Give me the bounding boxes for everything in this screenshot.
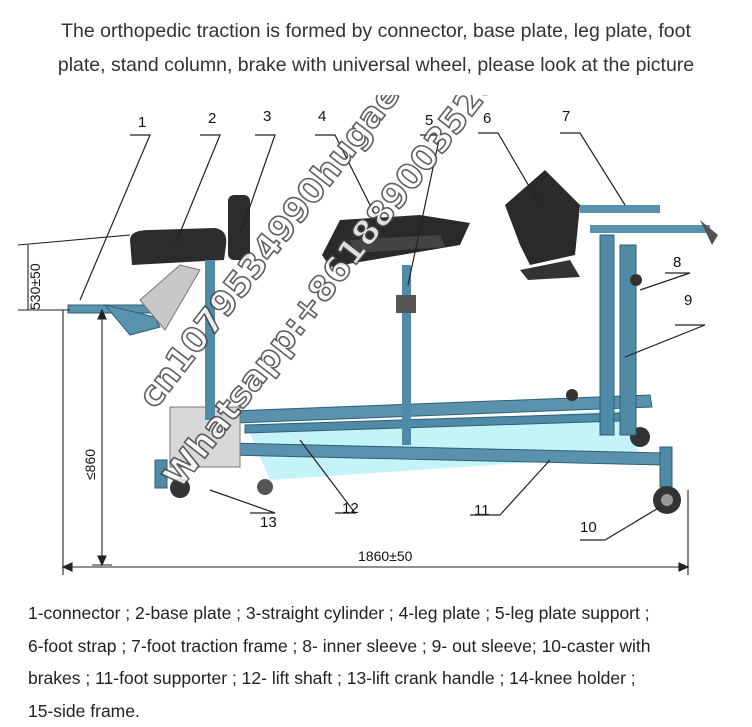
callout-12: 12 — [342, 500, 359, 517]
legend-line-2: 6-foot strap ; 7-foot traction frame ; 8… — [28, 630, 748, 663]
traction-frame-diagram: 1 2 3 4 5 6 7 8 9 10 11 12 13 530±50 ≤86… — [0, 95, 752, 595]
callout-13: 13 — [260, 514, 277, 531]
dimension-height-total: ≤860 — [82, 449, 98, 480]
dimension-height-top: 530±50 — [27, 263, 43, 310]
callout-1: 1 — [138, 114, 146, 131]
callout-9: 9 — [684, 292, 692, 309]
callout-7: 7 — [562, 108, 570, 125]
dimension-length: 1860±50 — [358, 548, 413, 564]
legend-line-1: 1-connector ; 2-base plate ; 3-straight … — [28, 597, 748, 630]
callout-11: 11 — [474, 502, 490, 519]
intro-text: The orthopedic traction is formed by con… — [0, 14, 752, 82]
callout-4: 4 — [318, 108, 326, 125]
callout-8: 8 — [673, 254, 681, 271]
callout-3: 3 — [263, 108, 271, 125]
legend-line-4: 15-side frame. — [28, 695, 748, 727]
callout-2: 2 — [208, 110, 216, 127]
callout-10: 10 — [580, 519, 597, 536]
intro-line-1: The orthopedic traction is formed by con… — [0, 14, 752, 48]
connector-arm — [68, 265, 200, 335]
intro-line-2: plate, stand column, brake with universa… — [0, 48, 752, 82]
parts-legend: 1-connector ; 2-base plate ; 3-straight … — [28, 597, 748, 727]
legend-line-3: brakes ; 11-foot supporter ; 12- lift sh… — [28, 662, 748, 695]
